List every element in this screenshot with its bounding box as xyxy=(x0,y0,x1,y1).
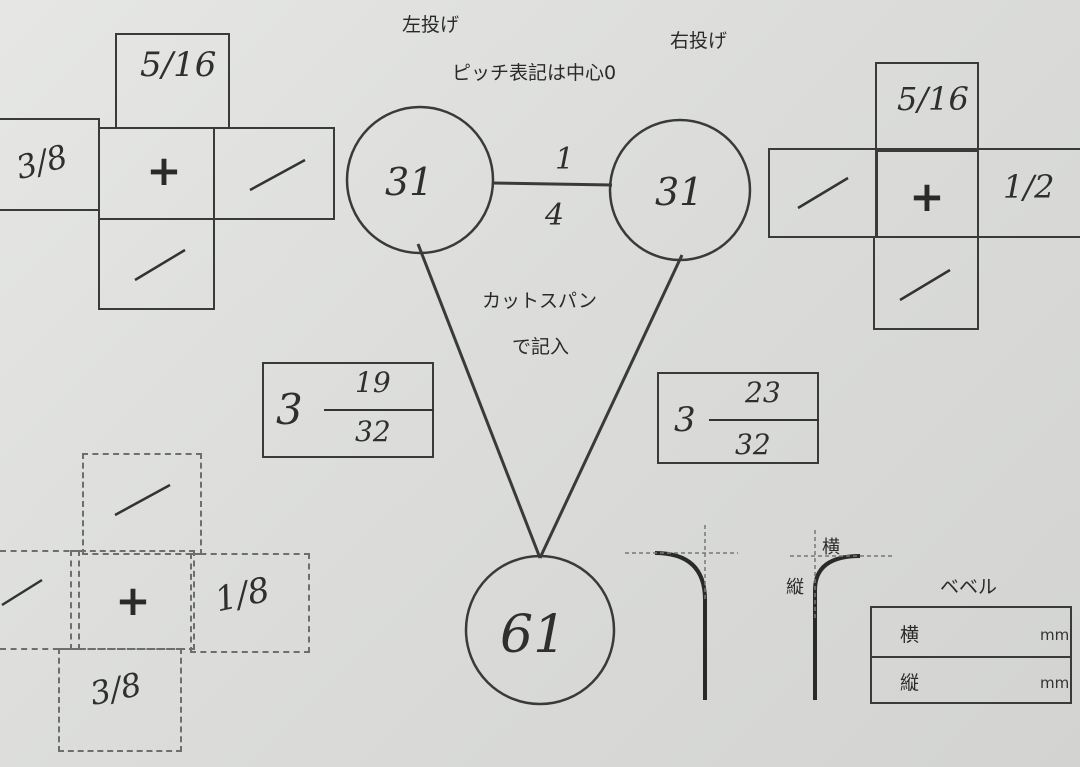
right-grid-right-value: 1/2 xyxy=(1003,168,1055,206)
left-grid-left-cell xyxy=(0,118,100,211)
left-span-box xyxy=(262,362,434,458)
lower-grid-right-cell xyxy=(190,553,310,653)
bevel-title: ベベル xyxy=(940,576,998,598)
left-span-whole: 3 xyxy=(276,385,303,434)
lower-grid-top-cell xyxy=(82,453,202,555)
right-span-denominator: 32 xyxy=(735,428,771,461)
left-span-numerator: 19 xyxy=(355,366,391,399)
bevel-row-tate-unit: mm xyxy=(1040,674,1070,692)
pitch-note: ピッチ表記は中心0 xyxy=(452,62,617,84)
bevel-curve-1 xyxy=(654,551,707,700)
right-span-box xyxy=(657,372,819,464)
left-span-line xyxy=(416,243,542,559)
bridge-line xyxy=(491,181,613,187)
right-span-fraction-bar xyxy=(709,419,819,421)
right-span-numerator: 23 xyxy=(745,376,781,409)
left-span-denominator: 32 xyxy=(355,415,391,448)
bridge-top-value: 1 xyxy=(555,142,575,177)
lower-grid-bottom-cell xyxy=(58,648,182,752)
right-grid-top-value: 5/16 xyxy=(897,80,969,118)
bevel-tate-label: 縦 xyxy=(786,577,804,598)
left-span-fraction-bar xyxy=(324,409,434,411)
bevel-curve-2 xyxy=(813,554,861,700)
left-grid-bottom-cell xyxy=(98,218,215,310)
thumb-size: 61 xyxy=(500,605,567,665)
bevel-row-yoko-unit: mm xyxy=(1040,626,1070,644)
right-grid-left-cell xyxy=(768,148,878,238)
right-grid-top-cell xyxy=(875,62,979,152)
right-span-whole: 3 xyxy=(674,400,696,440)
cut-span-sub-label: で記入 xyxy=(512,336,570,358)
right-grid-center-mark: + xyxy=(909,172,945,221)
left-finger-hole xyxy=(345,105,495,255)
bridge-bottom-value: 4 xyxy=(545,198,565,233)
bevel-row-yoko-label: 横 xyxy=(900,624,920,646)
lower-grid-center-mark: + xyxy=(115,576,151,625)
bevel-row-yoko: 横 mm xyxy=(870,606,1072,658)
left-grid-center-mark: + xyxy=(146,146,182,195)
thumb-hole xyxy=(464,554,616,706)
left-grid-top-value: 5/16 xyxy=(140,45,217,85)
right-throw-label: 右投げ xyxy=(670,30,728,52)
bevel-row-tate-label: 縦 xyxy=(900,672,920,694)
cut-span-label: カットスパン xyxy=(482,290,597,312)
left-grid-right-cell xyxy=(213,127,335,220)
right-grid-right-cell xyxy=(977,148,1080,238)
right-finger-hole xyxy=(608,118,752,262)
right-span-line xyxy=(538,254,684,559)
left-throw-label: 左投げ xyxy=(402,14,460,36)
right-grid-bottom-cell xyxy=(873,236,979,330)
left-finger-size: 31 xyxy=(385,160,434,204)
bevel-yoko-label: 横 xyxy=(822,537,840,558)
bevel-row-tate: 縦 mm xyxy=(870,656,1072,704)
right-finger-size: 31 xyxy=(655,170,704,214)
lower-grid-far-left-cell xyxy=(0,550,80,650)
